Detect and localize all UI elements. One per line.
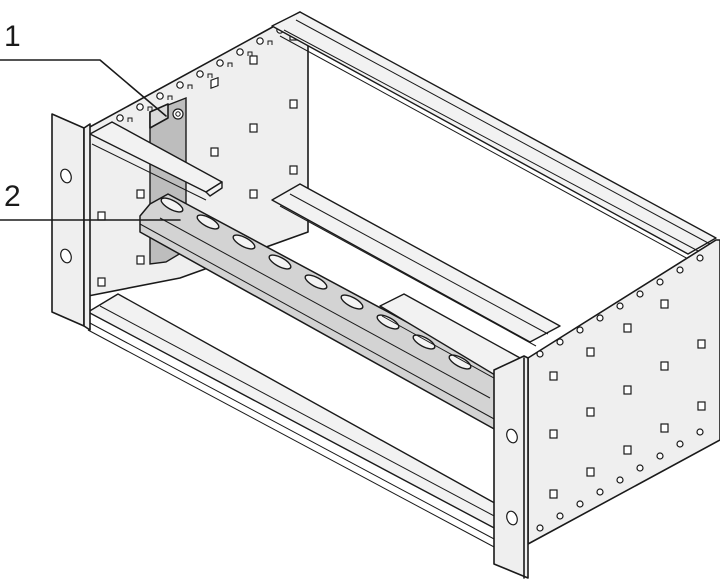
right-side-panel [527,239,720,545]
callout-leader-1 [0,59,167,117]
bottom-front-rail [87,293,501,549]
din-rail [139,193,501,431]
left-front-flange [51,113,91,331]
upper-front-rail [89,121,223,201]
mounting-hole-lower-right [506,510,518,526]
din-rail-slots [160,197,472,370]
callout-label-2: 2 [4,180,21,213]
mounting-hole-upper-left [60,168,72,184]
top-rear-rail [271,11,717,261]
right-panel-round-holes [536,254,704,532]
mounting-hole-lower-left [60,248,72,264]
mounting-hole-upper-right [506,428,518,444]
middle-rear-rail [271,183,561,347]
right-front-flange [493,355,529,579]
right-panel-square-holes [549,299,706,499]
callout-label-1: 1 [4,20,21,53]
